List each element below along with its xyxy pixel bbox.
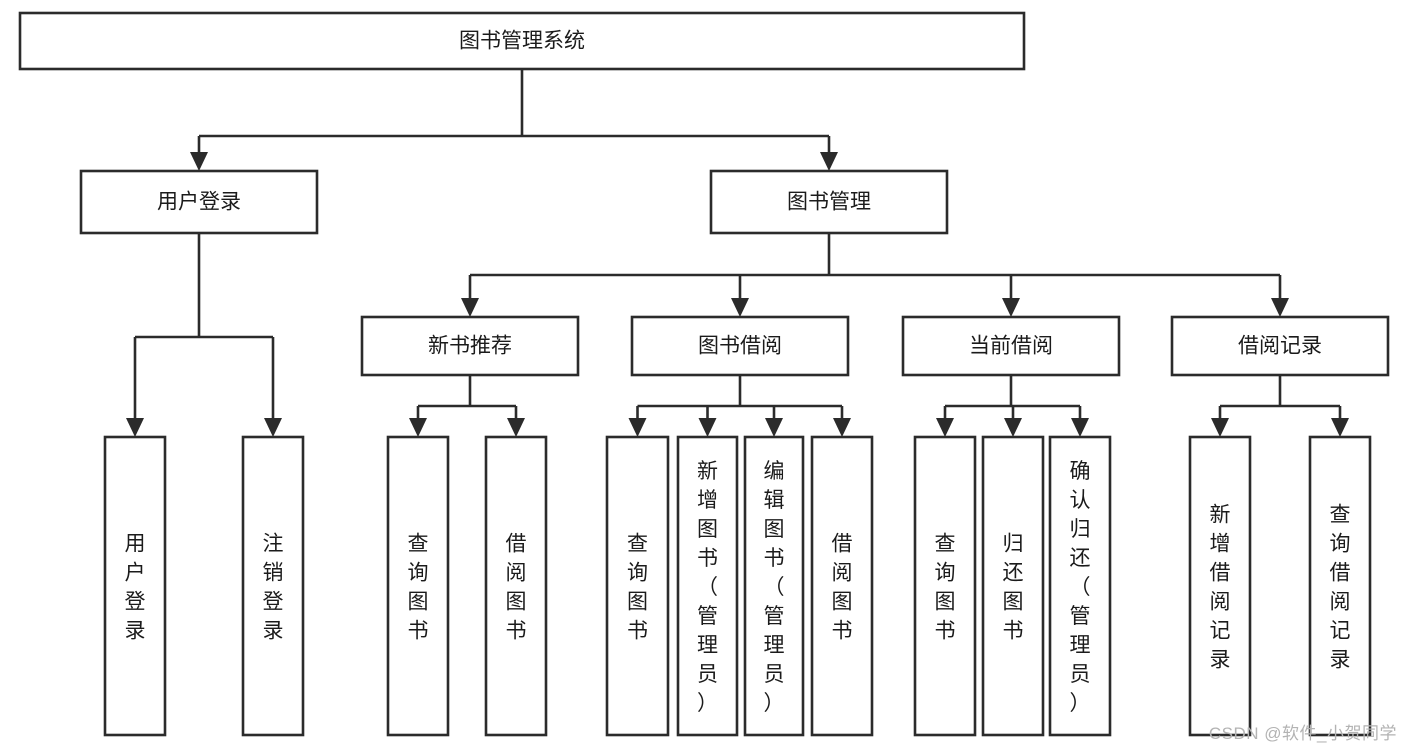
node-新书推荐-l3[interactable]: 新书推荐 (360, 315, 580, 377)
node-box[interactable] (605, 435, 670, 737)
node-box[interactable] (360, 315, 580, 377)
node-label: 查询图书 (408, 533, 429, 643)
node-label: 借阅图书 (832, 533, 853, 643)
node-box[interactable] (676, 435, 739, 737)
node-box[interactable] (103, 435, 167, 737)
node-box[interactable] (79, 169, 319, 235)
node-box[interactable] (743, 435, 805, 737)
node-label: 新书推荐 (428, 335, 512, 358)
node-box[interactable] (630, 315, 850, 377)
node-label: 借阅图书 (506, 533, 527, 643)
node-box[interactable] (709, 169, 949, 235)
node-box[interactable] (810, 435, 874, 737)
node-查询借阅记录-l4[interactable]: 查询借阅记录 (1308, 435, 1372, 737)
node-layer: 图书管理系统用户登录图书管理新书推荐图书借阅当前借阅借阅记录用户登录注销登录查询… (18, 11, 1390, 737)
node-图书管理-l2[interactable]: 图书管理 (709, 169, 949, 235)
node-label: 确认归还（管理员） (1070, 460, 1091, 715)
node-查询图书-l4[interactable]: 查询图书 (605, 435, 670, 737)
node-label: 用户登录 (157, 191, 241, 214)
connector-group-用户登录 (126, 233, 282, 437)
node-box[interactable] (1308, 435, 1372, 737)
node-用户登录-l2[interactable]: 用户登录 (79, 169, 319, 235)
node-当前借阅-l3[interactable]: 当前借阅 (901, 315, 1121, 377)
node-用户登录-l4[interactable]: 用户登录 (103, 435, 167, 737)
connector-group-图书管理 (461, 233, 1289, 317)
node-新增借阅记录-l4[interactable]: 新增借阅记录 (1188, 435, 1252, 737)
node-label: 查询借阅记录 (1330, 504, 1351, 672)
node-label: 新增借阅记录 (1210, 504, 1231, 672)
connector-group-当前借阅 (936, 375, 1089, 437)
node-label: 用户登录 (125, 533, 146, 643)
node-编辑图书-管理员-l4[interactable]: 编辑图书（管理员） (743, 435, 805, 737)
node-图书借阅-l3[interactable]: 图书借阅 (630, 315, 850, 377)
connector-group-图书借阅 (628, 375, 851, 437)
node-图书管理系统-l1[interactable]: 图书管理系统 (18, 11, 1026, 71)
node-label: 图书管理 (787, 191, 871, 214)
node-label: 归还图书 (1003, 533, 1024, 643)
node-box[interactable] (1170, 315, 1390, 377)
node-确认归还-管理员-l4[interactable]: 确认归还（管理员） (1048, 435, 1112, 737)
node-box[interactable] (1188, 435, 1252, 737)
node-box[interactable] (484, 435, 548, 737)
node-借阅图书-l4[interactable]: 借阅图书 (810, 435, 874, 737)
node-box[interactable] (981, 435, 1045, 737)
node-label: 查询图书 (935, 533, 956, 643)
node-查询图书-l4[interactable]: 查询图书 (386, 435, 450, 737)
node-注销登录-l4[interactable]: 注销登录 (241, 435, 305, 737)
node-box[interactable] (386, 435, 450, 737)
node-label: 查询图书 (627, 533, 648, 643)
connector-group-图书管理系统 (190, 69, 838, 171)
node-label: 借阅记录 (1238, 335, 1322, 358)
node-label: 新增图书（管理员） (697, 460, 718, 715)
watermark-label: CSDN @软件_小贺同学 (1208, 724, 1397, 743)
node-查询图书-l4[interactable]: 查询图书 (913, 435, 977, 737)
node-新增图书-管理员-l4[interactable]: 新增图书（管理员） (676, 435, 739, 737)
node-label: 编辑图书（管理员） (764, 460, 785, 715)
node-box[interactable] (1048, 435, 1112, 737)
node-label: 图书借阅 (698, 335, 782, 358)
connector-group-新书推荐 (409, 375, 525, 437)
node-借阅记录-l3[interactable]: 借阅记录 (1170, 315, 1390, 377)
node-label: 当前借阅 (969, 335, 1053, 358)
connector-group-借阅记录 (1211, 375, 1349, 437)
node-box[interactable] (901, 315, 1121, 377)
connector-layer (126, 69, 1349, 437)
node-box[interactable] (241, 435, 305, 737)
node-box[interactable] (18, 11, 1026, 71)
node-box[interactable] (913, 435, 977, 737)
node-借阅图书-l4[interactable]: 借阅图书 (484, 435, 548, 737)
node-label: 图书管理系统 (459, 30, 585, 53)
node-归还图书-l4[interactable]: 归还图书 (981, 435, 1045, 737)
node-label: 注销登录 (263, 533, 284, 643)
